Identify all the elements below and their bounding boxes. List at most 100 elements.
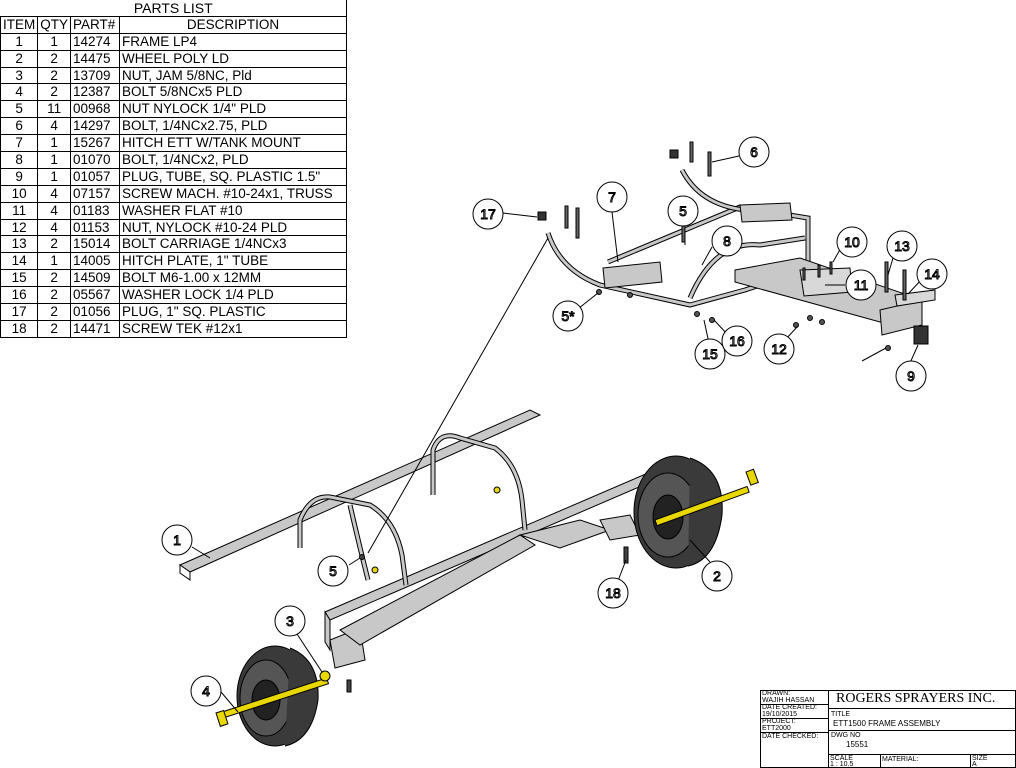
parts-list-header-row: ITEM QTY PART# DESCRIPTION bbox=[0, 15, 348, 34]
part-number-cell: 14509 bbox=[70, 269, 121, 288]
svg-text:4: 4 bbox=[202, 683, 210, 699]
svg-text:5: 5 bbox=[679, 203, 687, 219]
description-cell: NUT NYLOCK 1/4" PLD bbox=[119, 100, 348, 119]
date-created-value: 19/10/2015 bbox=[762, 711, 798, 718]
svg-text:3: 3 bbox=[286, 613, 294, 629]
callout-18: 18 bbox=[597, 577, 629, 609]
callout-11: 11 bbox=[845, 269, 877, 301]
callout-12: 12 bbox=[763, 333, 795, 365]
description-cell: BOLT CARRIAGE 1/4NCx3 bbox=[119, 235, 348, 254]
small-hardware bbox=[346, 486, 629, 693]
item-cell: 3 bbox=[0, 66, 39, 85]
size-value: A bbox=[972, 761, 977, 768]
frame-lp4 bbox=[178, 409, 661, 669]
callout-9: 9 bbox=[895, 360, 927, 392]
company-name: ROGERS SPRAYERS INC. bbox=[836, 691, 996, 706]
callout-5-lower: 5 bbox=[317, 555, 349, 587]
description-cell: NUT, JAM 5/8NC, Pld bbox=[119, 66, 348, 85]
description-cell: HITCH PLATE, 1" TUBE bbox=[119, 252, 348, 271]
callout-5-upper: 5 bbox=[667, 195, 699, 227]
parts-list-title: PARTS LIST bbox=[0, 0, 348, 17]
part-number-cell: 14297 bbox=[70, 117, 121, 136]
callout-2: 2 bbox=[701, 560, 733, 592]
leader-lines bbox=[191, 155, 923, 713]
title-block: DRAWN: WAJIH HASSAN DATE CREATED: 19/10/… bbox=[760, 690, 1016, 768]
header-item: ITEM bbox=[0, 15, 39, 34]
description-cell: BOLT 5/8NCx5 PLD bbox=[119, 83, 348, 102]
svg-text:11: 11 bbox=[854, 277, 869, 293]
description-cell: PLUG, 1" SQ. PLASTIC bbox=[119, 303, 348, 321]
svg-text:13: 13 bbox=[894, 238, 910, 254]
svg-text:17: 17 bbox=[480, 206, 496, 222]
callout-5-star: 5* bbox=[552, 300, 584, 332]
part-number-cell: 15267 bbox=[70, 134, 121, 153]
scale-value: 1 : 10.5 bbox=[830, 761, 854, 768]
description-cell: HITCH ETT W/TANK MOUNT bbox=[119, 134, 348, 153]
description-cell: NUT, NYLOCK #10-24 PLD bbox=[119, 218, 348, 237]
scale-label: SCALE bbox=[830, 755, 853, 762]
item-cell: 2 bbox=[0, 49, 39, 68]
callout-4: 4 bbox=[190, 675, 222, 707]
svg-text:15: 15 bbox=[702, 346, 718, 362]
title-label: TITLE bbox=[831, 711, 851, 718]
item-cell: 14 bbox=[0, 252, 39, 271]
callout-8: 8 bbox=[711, 225, 743, 257]
svg-text:5: 5 bbox=[329, 563, 337, 579]
project-value: ETT2000 bbox=[762, 725, 791, 732]
callout-16: 16 bbox=[721, 325, 753, 357]
callout-10: 10 bbox=[836, 226, 868, 258]
description-cell: WHEEL POLY LD bbox=[119, 49, 348, 68]
callout-13: 13 bbox=[886, 230, 918, 262]
qty-cell: 2 bbox=[37, 49, 72, 68]
callout-14: 14 bbox=[916, 258, 948, 290]
upper-bolts bbox=[537, 141, 907, 301]
part-number-cell: 14471 bbox=[70, 319, 121, 338]
svg-text:1: 1 bbox=[173, 532, 181, 548]
description-cell: PLUG, TUBE, SQ. PLASTIC 1.5" bbox=[119, 167, 348, 186]
callout-1: 1 bbox=[161, 524, 193, 556]
date-created-label: DATE CREATED: bbox=[762, 704, 817, 711]
part-number-cell: 01183 bbox=[70, 201, 121, 220]
svg-text:18: 18 bbox=[605, 585, 621, 601]
svg-text:6: 6 bbox=[750, 144, 758, 160]
date-checked-label: DATE CHECKED: bbox=[762, 733, 819, 740]
qty-cell: 2 bbox=[37, 66, 72, 85]
description-cell: BOLT, 1/4NCx2.75, PLD bbox=[119, 117, 348, 136]
callout-7: 7 bbox=[596, 181, 628, 213]
svg-text:7: 7 bbox=[608, 189, 616, 205]
item-cell: 18 bbox=[0, 319, 39, 338]
callout-3: 3 bbox=[274, 605, 306, 637]
svg-text:5*: 5* bbox=[561, 308, 575, 324]
item-cell: 5 bbox=[0, 100, 39, 119]
hitch-ett-tank-mount bbox=[545, 168, 923, 336]
part-number-cell: 00968 bbox=[70, 100, 121, 119]
wheel-lower bbox=[236, 645, 319, 747]
description-cell: SCREW MACH. #10-24x1, TRUSS bbox=[119, 184, 348, 203]
description-cell: WASHER LOCK 1/4 PLD bbox=[119, 286, 348, 305]
drawn-value: WAJIH HASSAN bbox=[762, 697, 815, 704]
callout-15: 15 bbox=[694, 338, 726, 370]
part-number-cell: 07157 bbox=[70, 184, 121, 203]
svg-text:9: 9 bbox=[907, 368, 915, 384]
part-number-cell: 12387 bbox=[70, 83, 121, 102]
project-label: PROJECT: bbox=[762, 718, 796, 725]
part-number-cell: 01153 bbox=[70, 218, 121, 237]
header-description: DESCRIPTION bbox=[119, 15, 348, 34]
description-cell: BOLT, 1/4NCx2, PLD bbox=[119, 151, 348, 169]
callout-17: 17 bbox=[472, 198, 504, 230]
